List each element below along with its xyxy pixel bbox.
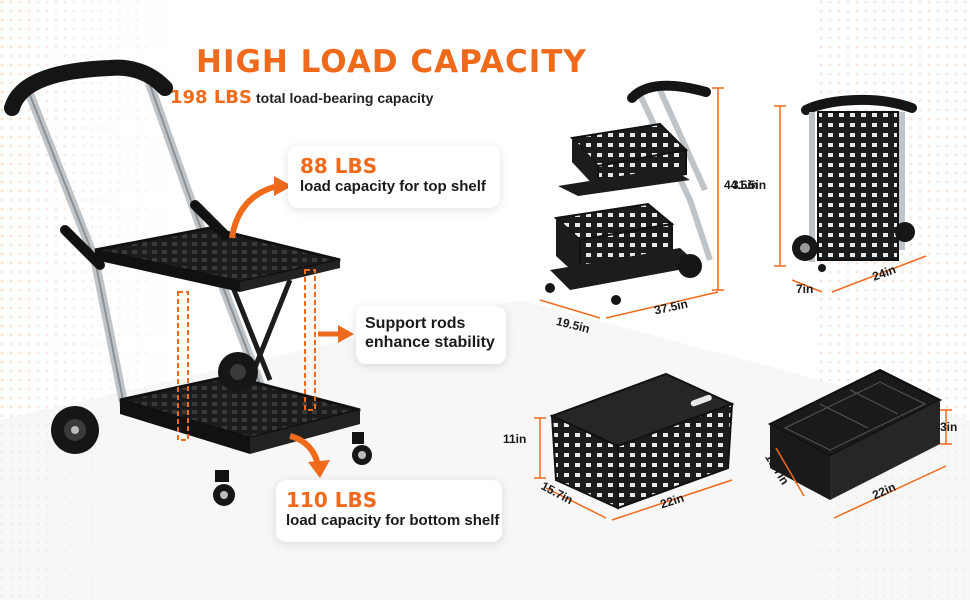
dim-cart-height: 44.5in <box>724 178 759 192</box>
main-cart <box>4 59 372 506</box>
total-capacity-text: total load-bearing capacity <box>256 90 434 106</box>
arrow-top-shelf <box>229 183 279 239</box>
bottom-shelf-capacity-value: 110 LBS <box>286 488 378 512</box>
dim-folded-height: 31.5in <box>732 178 767 192</box>
dim-folded-depth: 7in <box>796 282 814 296</box>
page-title: HIGH LOAD CAPACITY <box>196 44 587 80</box>
support-rods-line1: Support rods <box>365 315 466 332</box>
support-rods-callout: Support rods enhance stability <box>356 306 506 364</box>
total-capacity-value: 198 LBS <box>170 87 252 108</box>
crate <box>549 372 735 510</box>
cart-with-crates <box>545 80 713 305</box>
folded-cart <box>792 94 917 272</box>
support-rods-line2: enhance stability <box>365 334 495 351</box>
flattened-crate <box>767 368 943 500</box>
top-shelf-capacity-text: load capacity for top shelf <box>300 178 486 195</box>
dim-flat-height: 3in <box>940 420 958 434</box>
top-shelf-capacity-value: 88 LBS <box>300 154 378 178</box>
bottom-shelf-capacity-text: load capacity for bottom shelf <box>286 512 500 529</box>
bottom-shelf-callout: 110 LBS load capacity for bottom shelf <box>276 480 502 542</box>
top-shelf-callout: 88 LBS load capacity for top shelf <box>288 146 500 208</box>
dim-crate-height: 11in <box>503 432 527 446</box>
